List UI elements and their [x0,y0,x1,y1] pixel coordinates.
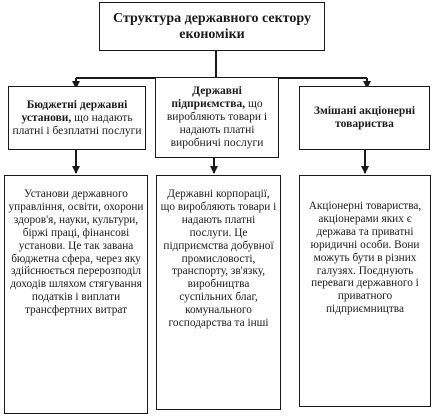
category-label-bold: Змішані акціонерні товариства [313,105,416,130]
category-box-mixed-joint-stock: Змішані акціонерні товариства [299,86,430,150]
description-box-mixed-joint-stock: Акціонерні товариства, акціонерами яких … [299,175,431,407]
description-text: Державні корпорації, що виробляють товар… [160,188,277,330]
category-label: Бюджетні державні установи, що надають п… [12,99,142,138]
category-label-rest: що виробляють товари і надають платні ви… [166,98,268,149]
description-box-state-enterprises: Державні корпорації, що виробляють товар… [156,175,281,410]
category-box-state-enterprises: Державні підприємства, що виробляють тов… [155,77,279,158]
category-box-budget-institutions: Бюджетні державні установи, що надають п… [8,86,146,150]
category-label-rest: що надають платні і безплатні послуги [12,111,142,137]
description-text: Установи державного управління, освіти, … [8,188,144,317]
connector-trunk [215,50,217,78]
category-label: Державні підприємства, що виробляють тов… [159,85,275,150]
category-label: Змішані акціонерні товариства [303,105,426,131]
description-box-budget-institutions: Установи державного управління, освіти, … [4,175,148,414]
category-label-bold: Бюджетні державні установи, [21,98,128,124]
diagram-title-box: Структура державного сектору економіки [99,2,325,51]
description-text: Акціонерні товариства, акціонерами яких … [308,200,422,316]
diagram-title: Структура державного сектору економіки [113,10,311,42]
category-label-bold: Державні підприємства, [171,85,246,110]
